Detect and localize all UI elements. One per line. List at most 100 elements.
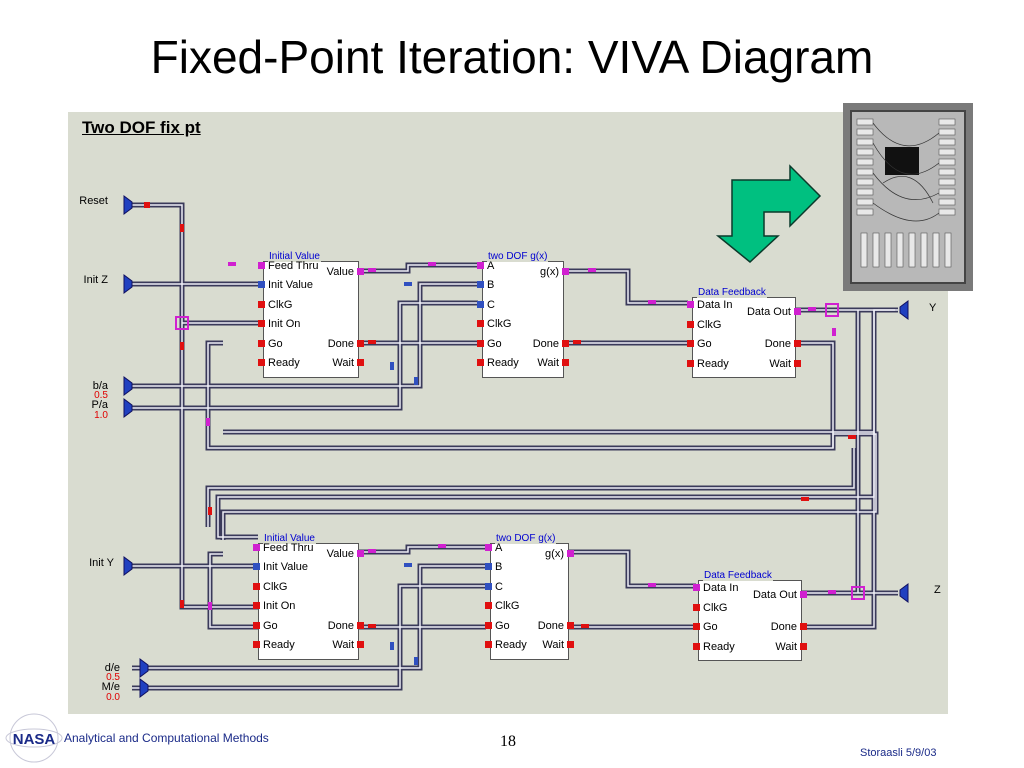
port-marker <box>258 359 265 366</box>
input-b-a-value: 0.5 <box>94 390 108 401</box>
port-marker <box>258 320 265 327</box>
port-marker <box>357 622 364 629</box>
port-marker <box>567 622 574 629</box>
d-e-connector <box>139 658 149 678</box>
block-title: Initial Value <box>263 533 316 544</box>
port-feed-thru: Feed Thru <box>268 260 319 272</box>
port-wait: Wait <box>332 639 354 651</box>
port-marker <box>687 321 694 328</box>
port-marker <box>800 623 807 630</box>
port-marker <box>794 308 801 315</box>
port-marker <box>253 622 260 629</box>
page-number: 18 <box>500 733 516 750</box>
port-go: Go <box>487 338 502 350</box>
port-init-value: Init Value <box>263 561 309 573</box>
top-data-feedback-block[interactable]: Data Feedback Data In ClkG Go Ready Data… <box>687 287 801 378</box>
port-init-on: Init On <box>263 600 296 612</box>
port-done: Done <box>764 338 791 350</box>
input-init-y-label: Init Y <box>89 557 114 569</box>
port-data-out: Data Out <box>746 306 791 318</box>
port-marker <box>258 281 265 288</box>
input-p-a-value: 1.0 <box>94 410 108 421</box>
port-marker <box>562 340 569 347</box>
fpga-board-photo-graphic <box>843 103 973 291</box>
port-ready: Ready <box>697 358 729 370</box>
port-marker <box>357 268 364 275</box>
port-c: C <box>487 299 495 311</box>
footer-right-text: Storaasli 5/9/03 <box>860 747 937 759</box>
bottom-gx-block[interactable]: two DOF g(x) A B C ClkG Go Ready g(x) Do… <box>485 533 574 660</box>
port-value: Value <box>326 266 354 278</box>
port-ready: Ready <box>263 639 295 651</box>
init-y-connector <box>123 556 133 576</box>
wire-bottom-gx-feedback <box>568 549 696 589</box>
port-clkg: ClkG <box>703 602 728 614</box>
port-ready: Ready <box>495 639 527 651</box>
input-reset-label: Reset <box>79 195 108 207</box>
diagram-title: Two DOF fix pt <box>82 118 201 137</box>
port-done: Done <box>327 338 354 350</box>
port-marker <box>800 591 807 598</box>
slide-title: Fixed-Point Iteration: VIVA Diagram <box>150 31 874 83</box>
port-a: A <box>487 260 495 272</box>
bottom-initial-value-block[interactable]: Initial Value Feed Thru Init Value ClkG … <box>253 533 364 660</box>
output-z-label: Z <box>934 584 941 596</box>
port-wait: Wait <box>775 641 797 653</box>
port-marker <box>485 641 492 648</box>
top-initial-value-block[interactable]: Initial Value Feed Thru Init Value ClkG … <box>258 251 364 378</box>
port-wait: Wait <box>542 639 564 651</box>
port-marker <box>477 262 484 269</box>
port-marker <box>693 643 700 650</box>
port-marker <box>567 641 574 648</box>
port-marker <box>800 643 807 650</box>
port-data-in: Data In <box>697 299 733 311</box>
port-done: Done <box>770 621 797 633</box>
z-connector <box>899 583 909 603</box>
port-marker <box>357 359 364 366</box>
port-marker <box>477 301 484 308</box>
port-marker <box>357 550 364 557</box>
port-marker <box>562 268 569 275</box>
port-value: Value <box>326 548 354 560</box>
port-marker <box>687 340 694 347</box>
port-marker <box>477 281 484 288</box>
nasa-logo-icon: NASA <box>5 713 63 763</box>
port-go: Go <box>268 338 283 350</box>
port-gx: g(x) <box>540 266 559 278</box>
input-b-a-label: b/a <box>92 380 108 392</box>
input-p-a-label: P/a <box>91 399 108 411</box>
port-marker <box>253 563 260 570</box>
port-wait: Wait <box>332 357 354 369</box>
port-marker <box>687 301 694 308</box>
top-gx-block[interactable]: two DOF g(x) A B C ClkG Go Ready g(x) Do… <box>477 251 569 378</box>
block-title: Data Feedback <box>697 287 767 298</box>
port-wait: Wait <box>769 358 791 370</box>
input-d-e-value: 0.5 <box>106 672 120 683</box>
port-ready: Ready <box>703 641 735 653</box>
port-marker <box>477 320 484 327</box>
port-marker <box>693 584 700 591</box>
wire-top-gx-feedback <box>563 268 688 306</box>
footer-left-text: Analytical and Computational Methods <box>64 731 269 745</box>
input-init-z-label: Init Z <box>83 274 108 286</box>
port-done: Done <box>327 620 354 632</box>
wire-network <box>123 195 909 698</box>
p-a-connector <box>123 398 133 418</box>
y-connector <box>899 300 909 320</box>
port-marker <box>693 623 700 630</box>
port-marker <box>253 583 260 590</box>
init-z-connector <box>123 274 133 294</box>
port-b: B <box>495 561 503 573</box>
bottom-data-feedback-block[interactable]: Data Feedback Data In ClkG Go Ready Data… <box>693 570 807 661</box>
port-go: Go <box>703 621 718 633</box>
port-go: Go <box>263 620 278 632</box>
port-marker <box>693 604 700 611</box>
port-marker <box>794 360 801 367</box>
port-clkg: ClkG <box>263 581 288 593</box>
input-m-e-value: 0.0 <box>106 692 120 703</box>
port-marker <box>687 360 694 367</box>
port-done: Done <box>532 338 559 350</box>
reset-connector <box>123 195 133 215</box>
block-title: two DOF g(x) <box>487 251 549 262</box>
port-feed-thru: Feed Thru <box>263 542 314 554</box>
